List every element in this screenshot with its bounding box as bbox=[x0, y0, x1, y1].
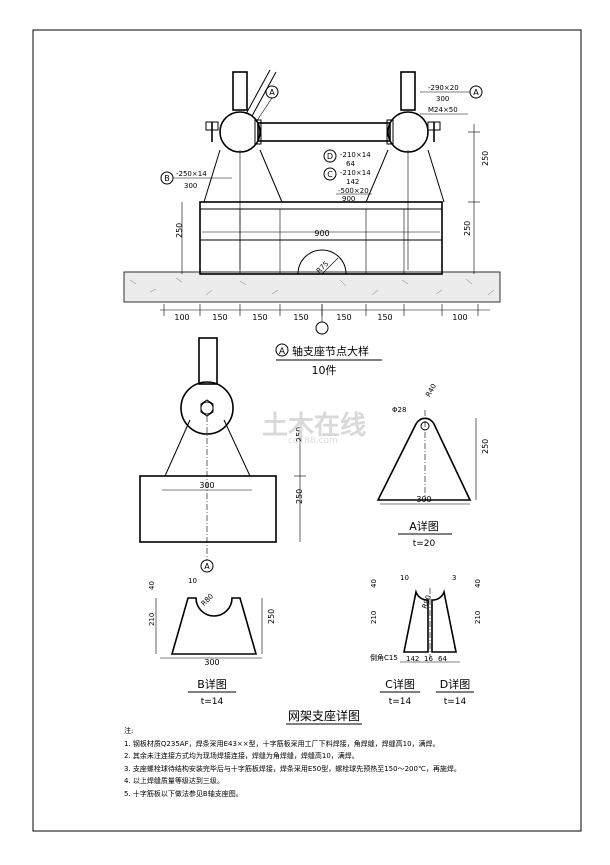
svg-text:t=20: t=20 bbox=[413, 539, 436, 549]
svg-text:A: A bbox=[204, 562, 210, 571]
svg-text:D: D bbox=[327, 152, 333, 161]
svg-text:A详图: A详图 bbox=[409, 519, 439, 533]
notes-heading: 注: bbox=[124, 727, 134, 735]
svg-text:A: A bbox=[279, 347, 286, 357]
svg-text:R80: R80 bbox=[421, 594, 433, 610]
svg-text:-290×20: -290×20 bbox=[428, 84, 459, 92]
svg-text:10: 10 bbox=[400, 574, 409, 582]
note-item: 3. 支座螺栓球待结构安装完毕后与十字筋板焊接，焊条采用E50型，螺栓球先预热至… bbox=[124, 764, 461, 773]
main-title: 网架支座详图 bbox=[288, 708, 360, 723]
notes: 注: 1. 钢板材质Q235AF，焊条采用E43××型，十字筋板采用工厂下料焊接… bbox=[124, 725, 524, 800]
detail-a: Φ28 R40 300 250 A详图 t=20 bbox=[376, 383, 490, 549]
detail-c-d: 10 3 40 210 40 210 R80 倒角C15 142 16 64 C… bbox=[370, 574, 482, 707]
drawing-frame bbox=[32, 29, 582, 832]
svg-text:40: 40 bbox=[474, 579, 482, 588]
note-item: 4. 以上焊缝质量等级达到三级。 bbox=[124, 777, 224, 785]
support-block bbox=[199, 201, 443, 275]
svg-text:C: C bbox=[327, 170, 333, 179]
svg-text:250: 250 bbox=[295, 489, 304, 504]
svg-text:250: 250 bbox=[175, 223, 184, 238]
svg-text:t=14: t=14 bbox=[444, 697, 467, 707]
tube-right bbox=[400, 71, 416, 111]
svg-text:16: 16 bbox=[424, 655, 433, 663]
svg-text:R40: R40 bbox=[424, 383, 438, 399]
svg-text:900: 900 bbox=[314, 229, 329, 238]
note-item: 2. 其余未注连接方式均为现场焊接连接，焊缝为角焊缝，焊缝高10，满焊。 bbox=[124, 752, 359, 760]
bolt-ball-right bbox=[387, 111, 429, 153]
arch-opening bbox=[297, 249, 347, 275]
svg-text:轴支座节点大样: 轴支座节点大样 bbox=[292, 344, 369, 358]
svg-text:250: 250 bbox=[481, 439, 490, 454]
svg-text:C详图: C详图 bbox=[385, 677, 415, 691]
svg-text:40: 40 bbox=[148, 581, 156, 590]
concrete-hatch bbox=[123, 271, 501, 303]
support-elevation: R75 900 A A -290×20 30 bbox=[123, 69, 501, 335]
svg-text:300: 300 bbox=[436, 95, 449, 103]
svg-text:A: A bbox=[269, 88, 275, 97]
svg-text:150: 150 bbox=[336, 313, 351, 322]
svg-text:R80: R80 bbox=[200, 592, 215, 607]
svg-text:210: 210 bbox=[474, 611, 482, 624]
svg-text:B详图: B详图 bbox=[197, 677, 227, 691]
watermark: 土木在线 bbox=[262, 411, 367, 441]
svg-text:-500×20: -500×20 bbox=[338, 187, 369, 195]
svg-text:100: 100 bbox=[452, 313, 467, 322]
svg-text:A: A bbox=[473, 88, 479, 97]
note-item: 5. 十字筋板以下做法参见B轴支座图。 bbox=[124, 789, 243, 798]
svg-text:300: 300 bbox=[416, 495, 431, 504]
svg-text:-250×14: -250×14 bbox=[176, 170, 207, 178]
svg-text:150: 150 bbox=[252, 313, 267, 322]
svg-text:t=14: t=14 bbox=[389, 697, 412, 707]
side-block bbox=[139, 475, 277, 543]
svg-text:150: 150 bbox=[293, 313, 308, 322]
svg-text:100: 100 bbox=[174, 313, 189, 322]
svg-text:10: 10 bbox=[188, 577, 197, 585]
svg-text:142: 142 bbox=[406, 655, 419, 663]
svg-text:t=14: t=14 bbox=[201, 697, 224, 707]
svg-text:40: 40 bbox=[370, 579, 378, 588]
bolt-ball-side bbox=[180, 381, 234, 435]
svg-text:B: B bbox=[164, 174, 170, 183]
note-item: 1. 钢板材质Q235AF，焊条采用E43××型，十字筋板采用工厂下料焊接，角焊… bbox=[124, 739, 440, 748]
svg-text:M24×50: M24×50 bbox=[428, 106, 458, 114]
svg-text:250: 250 bbox=[267, 609, 276, 624]
horizontal-tube bbox=[257, 122, 391, 142]
svg-text:10件: 10件 bbox=[312, 364, 337, 377]
detail-a-axis-title: A 轴支座节点大样 10件 bbox=[275, 343, 382, 377]
svg-text:210: 210 bbox=[148, 613, 156, 626]
svg-text:150: 150 bbox=[212, 313, 227, 322]
svg-text:142: 142 bbox=[346, 178, 359, 186]
svg-text:300: 300 bbox=[199, 481, 214, 490]
svg-text:900: 900 bbox=[342, 195, 355, 203]
svg-text:250: 250 bbox=[295, 427, 304, 442]
svg-text:250: 250 bbox=[463, 221, 472, 236]
svg-text:-210×14: -210×14 bbox=[340, 151, 371, 159]
support-side-view: 300 250 250 A bbox=[139, 337, 306, 573]
svg-text:210: 210 bbox=[370, 611, 378, 624]
svg-text:3: 3 bbox=[452, 574, 456, 582]
svg-text:倒角C15: 倒角C15 bbox=[370, 653, 398, 662]
detail-b: 300 10 40 210 R80 250 B详图 t=14 bbox=[148, 577, 276, 707]
watermark-sub: co188.com bbox=[288, 436, 338, 446]
svg-text:300: 300 bbox=[204, 658, 219, 667]
svg-text:Φ28: Φ28 bbox=[392, 406, 406, 414]
svg-text:250: 250 bbox=[481, 151, 490, 166]
svg-text:150: 150 bbox=[377, 313, 392, 322]
svg-text:64: 64 bbox=[438, 655, 447, 663]
svg-text:300: 300 bbox=[184, 182, 197, 190]
svg-text:D详图: D详图 bbox=[440, 677, 470, 691]
svg-text:-210×14: -210×14 bbox=[340, 169, 371, 177]
bolt-ball-left bbox=[219, 111, 261, 153]
svg-text:64: 64 bbox=[346, 160, 355, 168]
tube-left bbox=[232, 71, 248, 111]
